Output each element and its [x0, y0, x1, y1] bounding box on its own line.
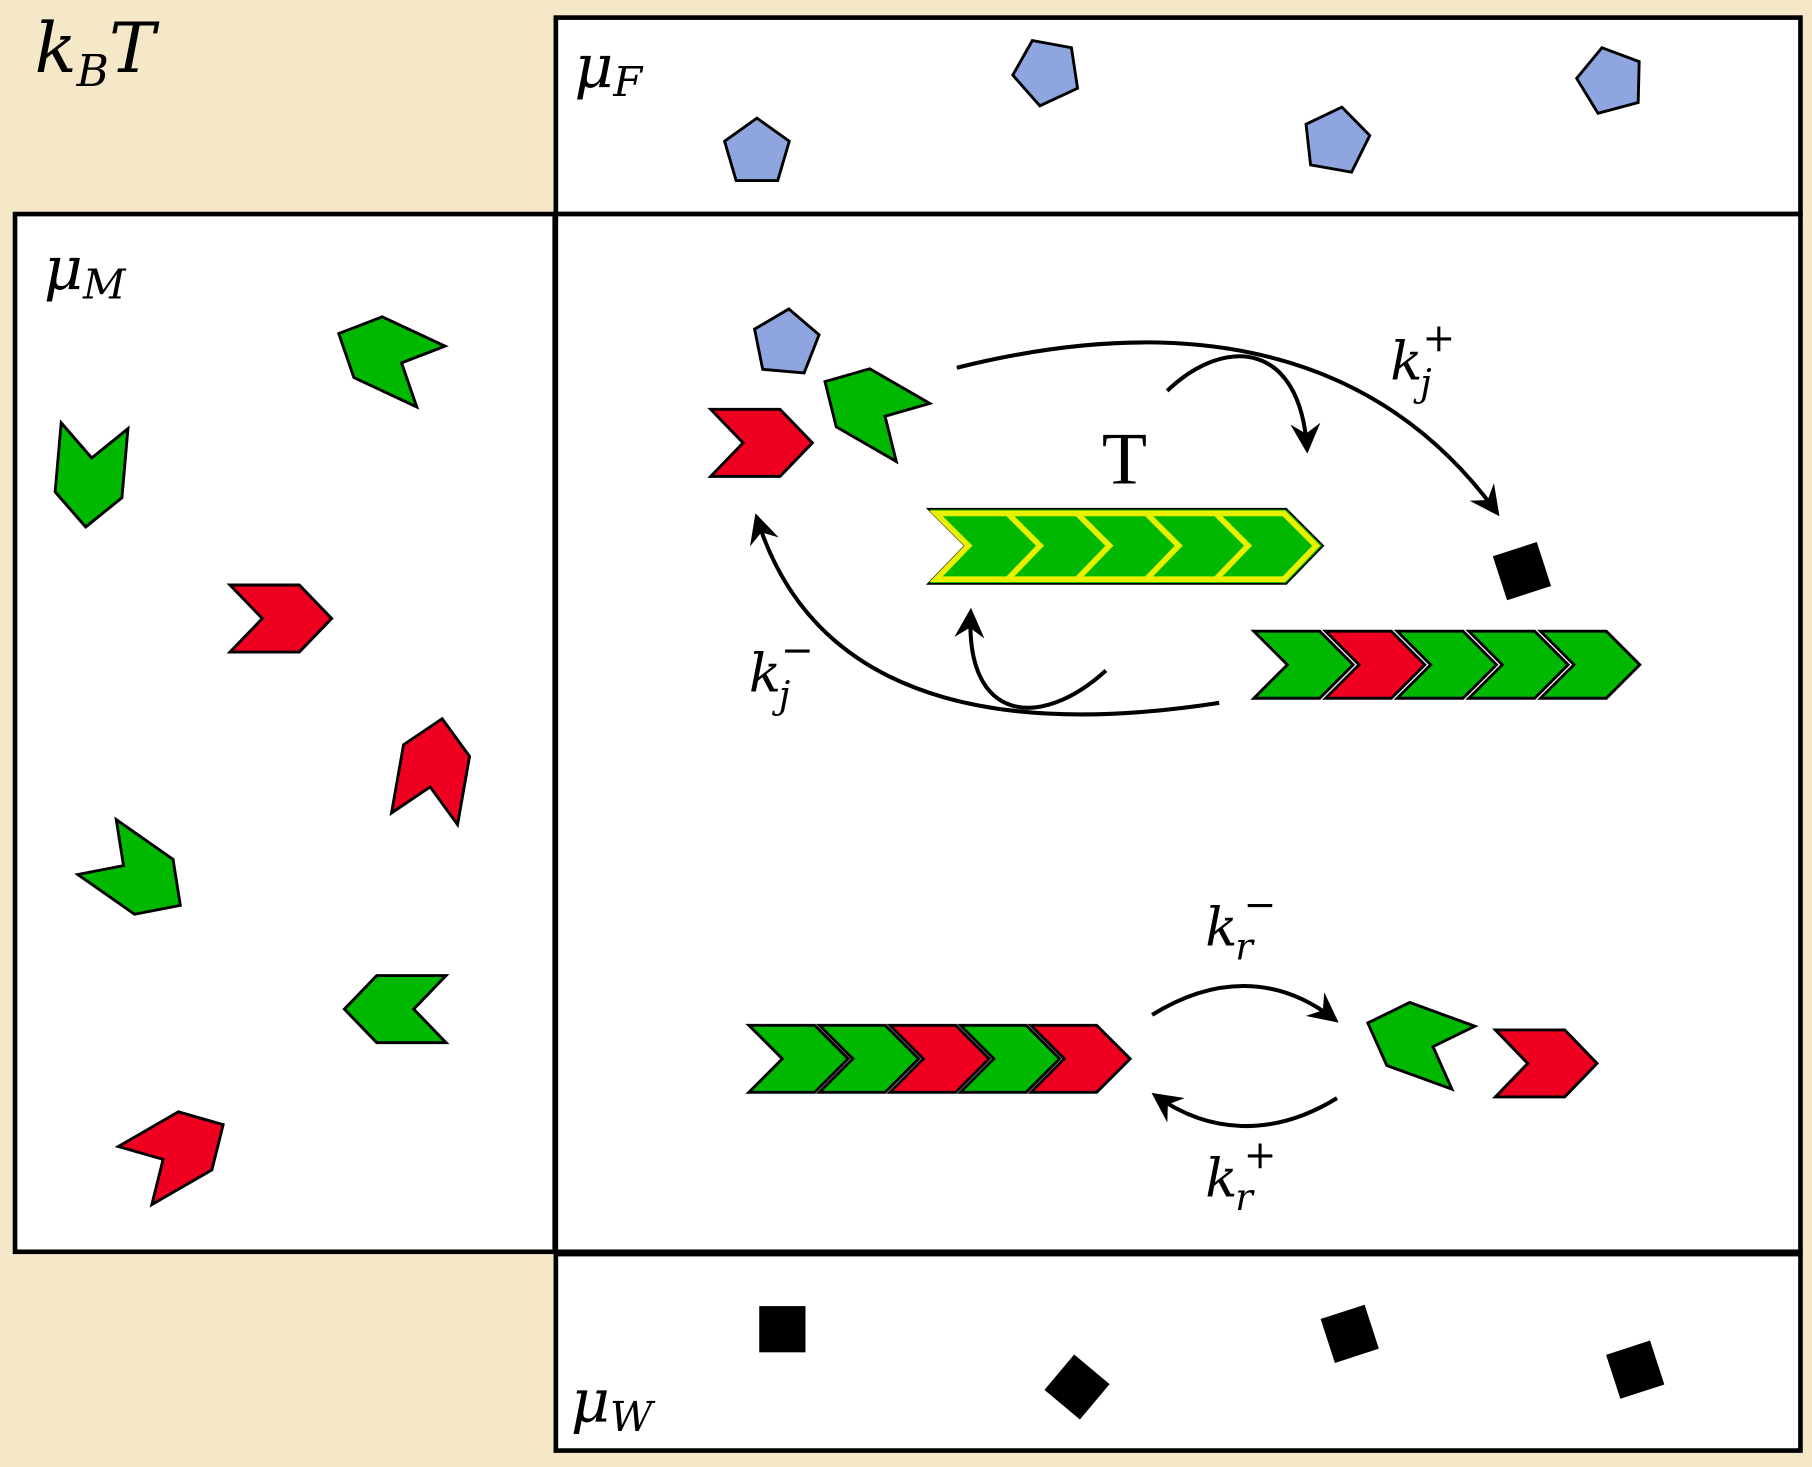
break-arrow [1151, 984, 1339, 1023]
waste-square-icon [1044, 1354, 1110, 1420]
fuel-pentagon-icon [1574, 45, 1641, 116]
kj-plus-label: kj+ [1390, 317, 1455, 405]
fuel-reservoir [553, 15, 1803, 217]
join-reverse-arrow [750, 513, 1220, 717]
monomer-reservoir [12, 211, 558, 1255]
kj-minus-label: kj− [749, 629, 814, 717]
ligate-arrow [1151, 1092, 1339, 1129]
fuel-waste-arrow [1165, 354, 1321, 454]
waste-square-icon [1492, 542, 1552, 601]
fuel-pentagon-icon [1011, 38, 1080, 108]
kr-minus-label: kr− [1205, 883, 1276, 969]
waste-square-icon [1606, 1340, 1665, 1399]
temperature-label: kBT [35, 9, 160, 97]
kr-plus-label: kr+ [1205, 1134, 1276, 1220]
fuel-pentagon-icon [722, 116, 791, 182]
product-polymer [1252, 629, 1642, 700]
waste-potential-label: μW [571, 1367, 656, 1441]
waste-molecules [759, 542, 1665, 1420]
template-strand [925, 507, 1325, 585]
waste-square-icon [1320, 1304, 1379, 1363]
fuel-potential-label: μF [574, 32, 644, 106]
waste-fuel-arrow [954, 607, 1108, 710]
join-forward-arrow [956, 340, 1500, 517]
fuel-molecules [722, 38, 1641, 375]
waste-square-icon [759, 1306, 806, 1353]
monomer-potential-label: μM [44, 234, 127, 308]
template-label: T [1102, 417, 1147, 499]
fuel-pentagon-icon [752, 307, 821, 375]
polymer-chain [747, 1023, 1132, 1094]
reaction-chamber [553, 211, 1803, 1255]
fuel-pentagon-icon [1304, 105, 1372, 174]
reaction-arrows [750, 340, 1500, 1129]
